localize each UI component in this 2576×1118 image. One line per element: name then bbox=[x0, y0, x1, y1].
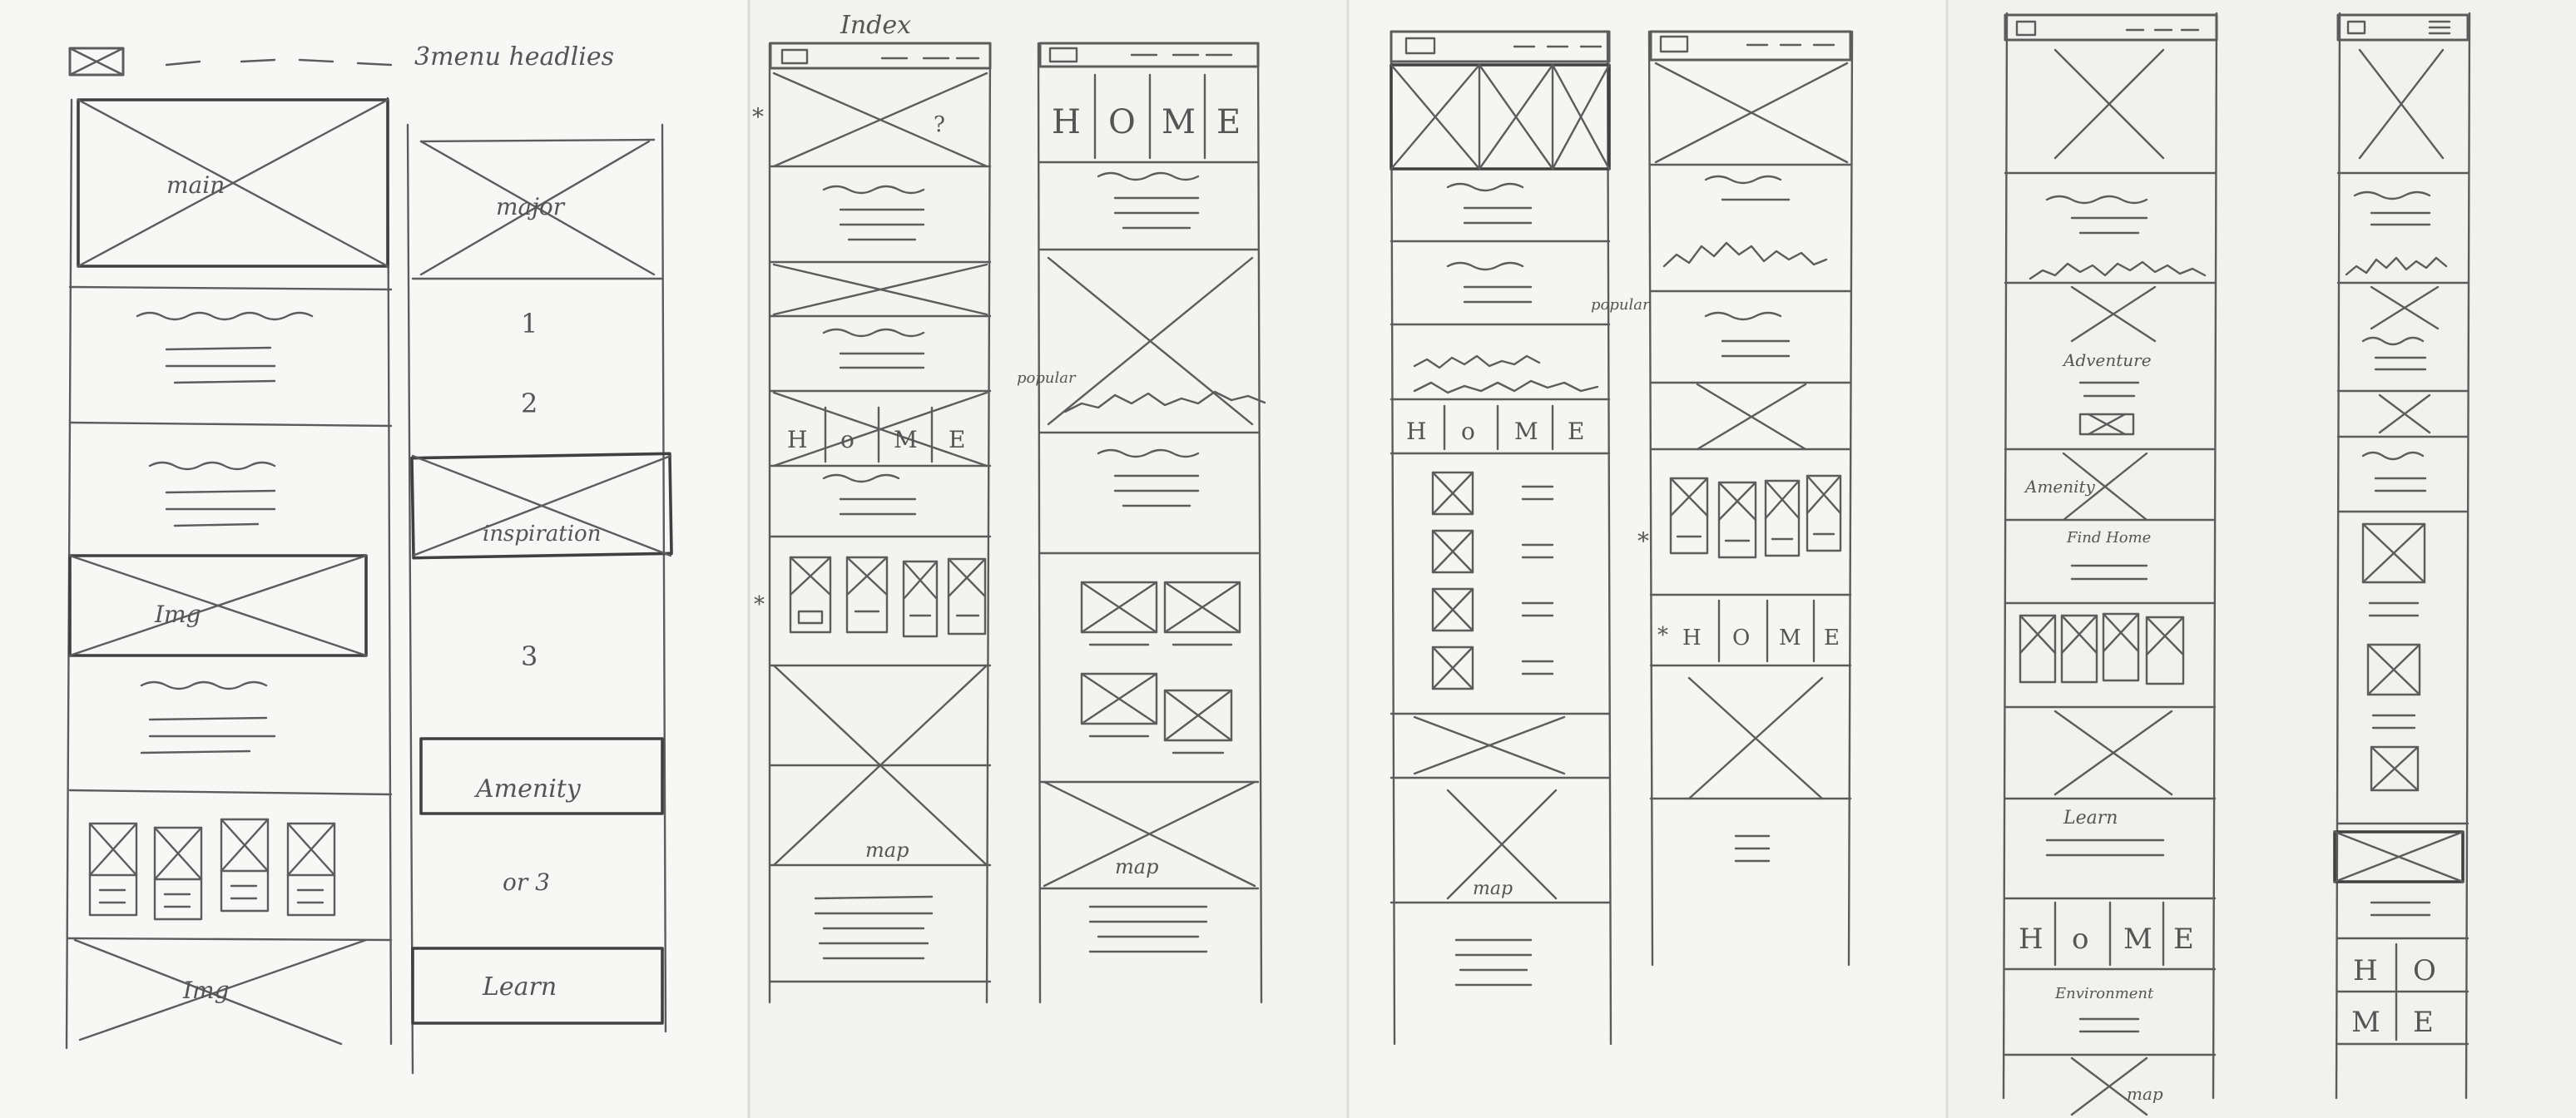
home-letter-o: o bbox=[840, 426, 855, 453]
learn-label-2: Learn bbox=[2063, 808, 2118, 829]
learn-label: Learn bbox=[482, 972, 557, 1002]
environment-label: Environment bbox=[2054, 985, 2154, 1002]
home-nav-row-4: * H O M E bbox=[1657, 601, 1840, 661]
inspiration-label: inspiration bbox=[483, 522, 601, 547]
home-letter-h-6: H bbox=[2353, 954, 2378, 987]
sheet3-wireframe-popular: popular * * H O M E bbox=[1591, 32, 1852, 965]
home-letter-h-3: H bbox=[1406, 418, 1426, 445]
home-letter-e-6: E bbox=[2413, 1006, 2434, 1039]
amenity-label-2: Amenity bbox=[2024, 477, 2096, 497]
home-letter-h: H bbox=[787, 426, 807, 453]
split-hero bbox=[1391, 65, 1609, 169]
home-letter-e-2: E bbox=[1216, 103, 1241, 141]
star-mark-3: * bbox=[1637, 527, 1649, 555]
home-nav-row-5: H o M E bbox=[2019, 903, 2194, 965]
home-letter-m-5: M bbox=[2123, 923, 2152, 956]
adventure-label: Adventure bbox=[2062, 350, 2152, 370]
card-grid-2x2 bbox=[1082, 582, 1240, 753]
find-home-label: Find Home bbox=[2066, 529, 2151, 547]
star-mark-2: * bbox=[754, 592, 765, 617]
home-letter-m-2: M bbox=[1162, 103, 1196, 141]
star-mark: * bbox=[752, 103, 764, 131]
star-mark-4: * bbox=[1657, 623, 1668, 648]
home-letter-o-5: o bbox=[2072, 923, 2088, 956]
sheet1-wireframe-steps: major 1 2 inspiration 3 Amenity or 3 Lea… bbox=[408, 125, 671, 1073]
list-with-thumbnails bbox=[1433, 472, 1553, 689]
map-label-3: map bbox=[1473, 878, 1513, 899]
home-nav-row: H o M E bbox=[787, 408, 965, 462]
question-mark: ? bbox=[934, 112, 945, 137]
menu-headlines-note: 3menu headlies bbox=[414, 42, 614, 72]
home-letter-e-3: E bbox=[1568, 418, 1584, 445]
home-letter-h-5: H bbox=[2019, 923, 2043, 956]
home-letter-e-5: E bbox=[2173, 923, 2194, 956]
card-row bbox=[790, 557, 985, 636]
home-letter-o-4: O bbox=[1732, 626, 1750, 651]
home-letter-m-3: M bbox=[1514, 418, 1538, 445]
home-nav-grid: H O M E bbox=[2338, 944, 2468, 1040]
sheet4-wireframe-mobile: Adventure Amenity Find Home Learn bbox=[2004, 13, 2217, 1115]
home-letter-m-4: M bbox=[1779, 626, 1801, 651]
image-label: Img bbox=[154, 601, 201, 628]
home-letter-e-4: E bbox=[1824, 626, 1840, 651]
map-label-4: map bbox=[2127, 1084, 2163, 1104]
card-grid bbox=[90, 819, 334, 919]
sheet2-wireframe-home: H O M E popular map bbox=[1017, 43, 1265, 1002]
map-label: map bbox=[865, 838, 909, 862]
home-letter-m: M bbox=[894, 426, 918, 453]
card-row-3 bbox=[2020, 614, 2183, 684]
step-1: 1 bbox=[521, 308, 537, 339]
index-title: Index bbox=[840, 11, 911, 40]
hero-image-label: main bbox=[166, 171, 225, 199]
home-letter-h-2: H bbox=[1052, 103, 1081, 141]
major-image-label: major bbox=[496, 193, 566, 220]
popular-note: popular bbox=[1017, 369, 1077, 387]
popular-note-2: popular bbox=[1591, 296, 1651, 314]
home-nav-row-large: H O M E bbox=[1052, 75, 1241, 158]
map-label-2: map bbox=[1115, 855, 1158, 878]
home-letter-e: E bbox=[949, 426, 965, 453]
image-label-bottom: Img bbox=[182, 977, 230, 1004]
amenity-label: Amenity bbox=[473, 774, 582, 804]
home-letter-o-6: O bbox=[2413, 954, 2436, 987]
home-letter-m-6: M bbox=[2351, 1006, 2380, 1039]
sheet2-wireframe-index: Index ? * H o M E bbox=[752, 11, 990, 1002]
or-3-label: or 3 bbox=[503, 868, 550, 896]
sheet3-wireframe-tablet: H o M E map bbox=[1391, 32, 1611, 1044]
card-row-2 bbox=[1671, 476, 1840, 557]
step-2: 2 bbox=[521, 388, 537, 419]
sheet4-wireframe-narrow: H O M E bbox=[2335, 13, 2469, 1098]
step-3: 3 bbox=[521, 641, 537, 672]
home-letter-o-2: O bbox=[1108, 103, 1136, 141]
home-nav-row-3: H o M E bbox=[1406, 406, 1584, 449]
home-letter-o-3: o bbox=[1461, 418, 1475, 445]
home-letter-h-4: H bbox=[1682, 626, 1702, 651]
